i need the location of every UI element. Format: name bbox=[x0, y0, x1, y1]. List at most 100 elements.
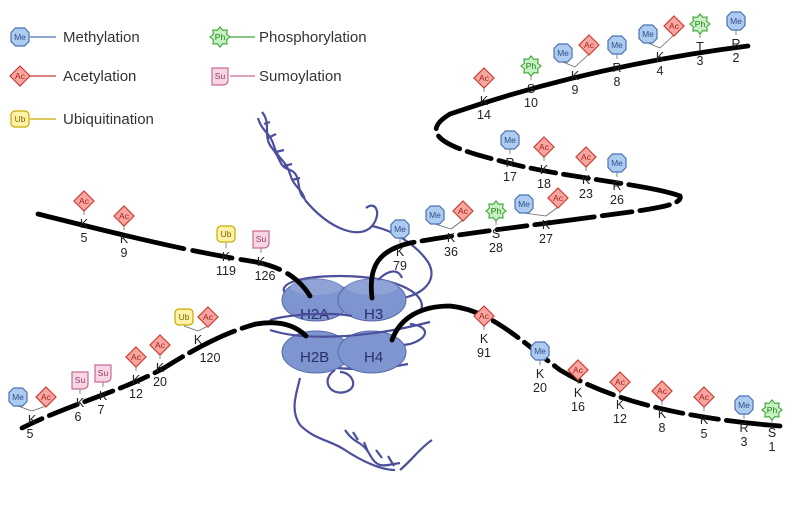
svg-text:Ac: Ac bbox=[699, 392, 710, 402]
methylation-icon: Me bbox=[607, 153, 627, 173]
svg-text:Ac: Ac bbox=[657, 386, 668, 396]
svg-text:Me: Me bbox=[534, 346, 546, 356]
svg-text:Ph: Ph bbox=[526, 61, 537, 71]
acetylation-icon: Ac bbox=[663, 15, 685, 37]
svg-text:Ub: Ub bbox=[15, 114, 26, 124]
dna-strand bbox=[256, 111, 433, 472]
legend-label-phosphorylation: Phosphorylation bbox=[259, 29, 367, 46]
svg-text:Ac: Ac bbox=[573, 365, 584, 375]
residue-letter: R bbox=[612, 179, 621, 193]
residue-number: 27 bbox=[539, 232, 553, 246]
residue-letter: K bbox=[542, 218, 551, 232]
methylation-icon: Me bbox=[607, 35, 627, 55]
acetylation-icon: Ac bbox=[473, 305, 495, 327]
svg-text:Su: Su bbox=[215, 71, 226, 81]
residue-number: 5 bbox=[701, 427, 708, 441]
svg-text:Ac: Ac bbox=[615, 377, 626, 387]
residue-letter: K bbox=[574, 386, 583, 400]
residue-number: 12 bbox=[129, 387, 143, 401]
svg-text:Ac: Ac bbox=[539, 142, 550, 152]
sumoylation-icon: Su bbox=[211, 67, 229, 86]
ubiquitination-icon: Ub bbox=[174, 308, 194, 326]
residue-number: 126 bbox=[255, 269, 276, 283]
svg-text:Ac: Ac bbox=[203, 312, 214, 322]
svg-text:Ac: Ac bbox=[41, 392, 52, 402]
h2b-tail bbox=[19, 320, 309, 431]
h4-globule bbox=[337, 330, 407, 374]
svg-text:Me: Me bbox=[429, 210, 441, 220]
acetylation-icon: Ac bbox=[149, 334, 171, 356]
legend: Me Methylation Ac Acetylation Ub Ubiquit… bbox=[9, 26, 367, 128]
phosphorylation-icon: Ph bbox=[761, 399, 783, 421]
methylation-icon: Me bbox=[390, 219, 410, 239]
legend-label-methylation: Methylation bbox=[63, 29, 140, 46]
residue-letter: S bbox=[768, 426, 776, 440]
residue-number: 28 bbox=[489, 241, 503, 255]
phosphorylation-icon: Ph bbox=[209, 26, 231, 48]
acetylation-icon: Ac bbox=[609, 371, 631, 393]
svg-text:Me: Me bbox=[611, 40, 623, 50]
residue-letter: R bbox=[612, 61, 621, 75]
svg-text:Ac: Ac bbox=[131, 352, 142, 362]
residue-number: 79 bbox=[393, 259, 407, 273]
residue-letter: K bbox=[658, 407, 667, 421]
h2b-label: H2B bbox=[300, 349, 329, 366]
residue-number: 18 bbox=[537, 177, 551, 191]
residue-letter: S bbox=[492, 227, 500, 241]
h3-tail bbox=[368, 43, 751, 301]
legend-item-acetylation: Ac Acetylation bbox=[9, 65, 136, 87]
svg-text:Me: Me bbox=[12, 392, 24, 402]
residue-letter: K bbox=[222, 250, 231, 264]
residue-letter: S bbox=[527, 82, 535, 96]
acetylation-icon: Ac bbox=[547, 187, 569, 209]
svg-text:Me: Me bbox=[557, 48, 569, 58]
acetylation-icon: Ac bbox=[113, 205, 135, 227]
acetylation-icon: Ac bbox=[578, 34, 600, 56]
residue-number: 16 bbox=[571, 400, 585, 414]
residue-letter: K bbox=[616, 398, 625, 412]
residue-letter: K bbox=[656, 50, 665, 64]
h4-label: H4 bbox=[364, 349, 383, 366]
residue-number: 20 bbox=[153, 375, 167, 389]
residue-number: 8 bbox=[659, 421, 666, 435]
svg-text:Ph: Ph bbox=[215, 32, 226, 42]
acetylation-icon: Ac bbox=[125, 346, 147, 368]
histone-core: H2A H3 H2B H4 bbox=[281, 278, 407, 374]
residue-number: 5 bbox=[27, 427, 34, 441]
residue-letter: R bbox=[505, 156, 514, 170]
legend-item-phosphorylation: Ph Phosphorylation bbox=[209, 26, 367, 48]
residue-number: 120 bbox=[200, 351, 221, 365]
residue-letter: K bbox=[99, 389, 108, 403]
svg-text:Me: Me bbox=[642, 29, 654, 39]
residue-number: 1 bbox=[769, 440, 776, 454]
methylation-icon: Me bbox=[553, 43, 573, 63]
svg-text:Ac: Ac bbox=[479, 73, 490, 83]
svg-text:Me: Me bbox=[518, 199, 530, 209]
residue-letter: K bbox=[447, 231, 456, 245]
legend-item-sumoylation: Su Sumoylation bbox=[211, 67, 342, 86]
svg-text:Su: Su bbox=[256, 234, 267, 244]
residue-number: 10 bbox=[524, 96, 538, 110]
residue-number: 26 bbox=[610, 193, 624, 207]
methylation-icon: Me bbox=[8, 387, 28, 407]
residue-number: 4 bbox=[657, 64, 664, 78]
residue-letter: K bbox=[120, 232, 129, 246]
residue-letter: K bbox=[480, 332, 489, 346]
